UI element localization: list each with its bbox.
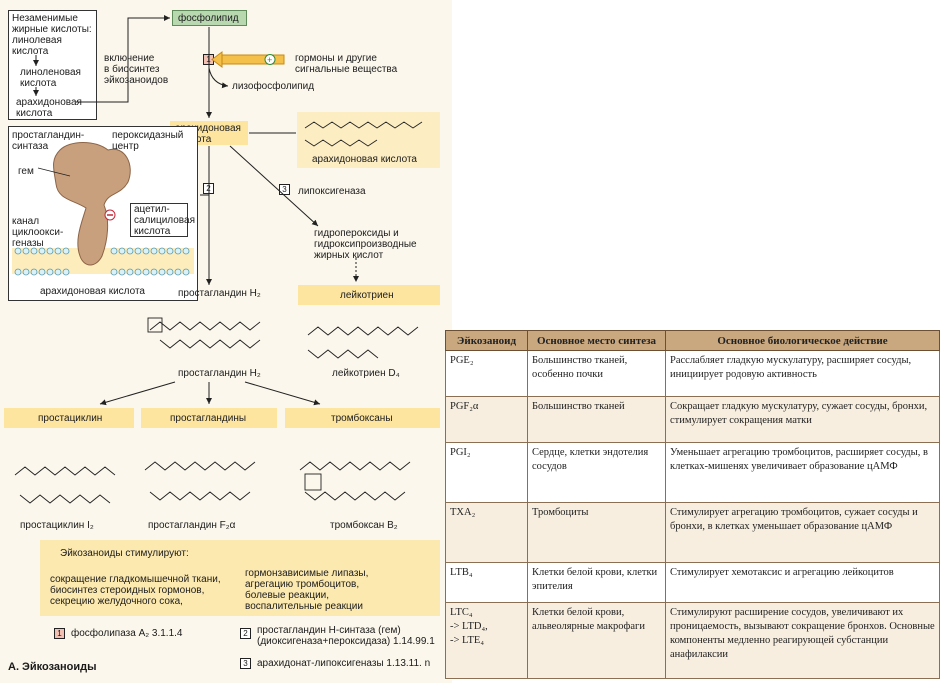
cell-eicosanoid: LTC₄ -> LTD₄, -> LTE₄	[445, 602, 528, 679]
cell-site: Сердце, клетки эндотелия сосудов	[527, 442, 666, 503]
table-row: PGE₂ Большинство тканей, особенно почки …	[445, 350, 940, 397]
pgi2-label: простациклин I₂	[20, 520, 94, 531]
cell-action: Сокращает гладкую мускулатуру, сужает со…	[665, 396, 940, 443]
svg-text:+: +	[267, 55, 272, 65]
leukotriene-label: лейкотриен	[340, 290, 394, 301]
cell-eicosanoid: PGE₂	[445, 350, 528, 397]
pgh2-skeleton	[149, 321, 261, 331]
cell-eicosanoid: LTB₄	[445, 562, 528, 603]
hydroperoxides-label: гидропероксиды и гидроксипроизводные жир…	[314, 228, 417, 261]
lysophospholipid-label: лизофосфолипид	[232, 81, 315, 92]
eicosanoid-table-wrap: Эйкозаноид Основное место синтеза Основн…	[445, 330, 940, 680]
prostaglandins-band	[141, 408, 277, 428]
cell-action: Уменьшает агрегацию тромбоцитов, расширя…	[665, 442, 940, 503]
pgh2-top-label: простагландин H₂	[178, 288, 261, 299]
pgf2a-label: простагландин F₂α	[148, 520, 236, 531]
phospholipid-label: фосфолипид	[178, 13, 239, 24]
cell-action: Расслабляет гладкую мускулатуру, расширя…	[665, 350, 940, 397]
stimulate-left-list: сокращение гладкомышечной ткани, биосинт…	[50, 574, 221, 607]
legend-1-marker: 1	[54, 628, 65, 639]
cell-action: Стимулирует хемотаксис и агрегацию лейко…	[665, 562, 940, 603]
txb2-label: тромбоксан B₂	[330, 520, 398, 531]
enzyme-3-marker: 3	[279, 184, 290, 195]
thromboxanes-band	[285, 408, 440, 428]
cell-eicosanoid: PGI₂	[445, 442, 528, 503]
header-eicosanoid: Эйкозаноид	[445, 330, 528, 351]
hormones-label: гормоны и другие сигнальные вещества	[295, 53, 398, 75]
enzyme-1-marker: 1	[203, 54, 214, 65]
eicosanoid-table: Эйкозаноид Основное место синтеза Основн…	[445, 330, 940, 679]
legend-1-text: фосфолипаза A₂ 3.1.1.4	[71, 628, 183, 639]
legend-2-marker: 2	[240, 628, 251, 639]
header-synthesis-site: Основное место синтеза	[527, 330, 666, 351]
cell-site: Клетки белой крови, клетки эпителия	[527, 562, 666, 603]
prostacyclin-label: простациклин	[38, 413, 103, 424]
ltd4-skeleton	[307, 326, 419, 336]
cell-action: Стимулирует агрегацию тромбоцитов, сужае…	[665, 502, 940, 563]
cell-eicosanoid: TXA₂	[445, 502, 528, 563]
table-row: PGF₂α Большинство тканей Сокращает гладк…	[445, 396, 940, 443]
legend-2-text: простагландин H-синтаза (гем) (диоксиген…	[257, 625, 435, 647]
pgi2-skeleton	[14, 466, 116, 476]
stimulate-box	[40, 540, 440, 616]
leukotriene-band	[298, 285, 440, 305]
table-row: PGI₂ Сердце, клетки эндотелия сосудов Ум…	[445, 442, 940, 503]
heme-label: гем	[18, 166, 34, 177]
linolenic-acid-label: линоленовая кислота	[20, 67, 81, 89]
eicosanoid-figure: Незаменимые жирные кислоты: линолевая ки…	[0, 0, 452, 683]
legend-3-text: арахидонат-липоксигеназы 1.13.11. n	[257, 658, 431, 669]
prostaglandins-label: простагландины	[170, 413, 247, 424]
enzyme-2-marker: 2	[203, 183, 214, 194]
header-biological-action: Основное биологическое действие	[665, 330, 940, 351]
arachidonic-acid-structure-label: арахидоновая кислота	[312, 154, 417, 165]
peroxidase-center-label: пероксидазный центр	[112, 130, 184, 152]
ser-label: Ser	[98, 208, 114, 219]
leukotriene-d4-label: лейкотриен D₄	[332, 368, 400, 379]
figure-caption: А. Эйкозаноиды	[8, 661, 97, 673]
table-row: TXA₂ Тромбоциты Стимулирует агрегацию тр…	[445, 502, 940, 563]
txb2-skeleton	[299, 461, 411, 471]
acetylsalicylic-acid-label: ацетил- салициловая кислота	[134, 204, 195, 237]
pgf2a-skeleton	[144, 461, 256, 471]
table-row: LTB₄ Клетки белой крови, клетки эпителия…	[445, 562, 940, 603]
cell-site: Тромбоциты	[527, 502, 666, 563]
cyclooxygenase-channel-label: канал циклоокси- геназы	[12, 216, 64, 249]
essential-fatty-acids-label: Незаменимые жирные кислоты: линолевая ки…	[12, 13, 92, 57]
legend-3-marker: 3	[240, 658, 251, 669]
pg-synthase-label: простагландин- синтаза	[12, 130, 85, 152]
stimulate-right-list: гормонзависимые липазы, агрегацию тромбо…	[245, 568, 369, 612]
inclusion-label: включение в биосинтез эйкозаноидов	[104, 53, 169, 86]
pgh2-structure-label: простагландин H₂	[178, 368, 261, 379]
table-row: LTC₄ -> LTD₄, -> LTE₄ Клетки белой крови…	[445, 602, 940, 679]
table-header-row: Эйкозаноид Основное место синтеза Основн…	[445, 330, 940, 351]
cell-site: Большинство тканей, особенно почки	[527, 350, 666, 397]
cell-site: Клетки белой крови, альвеолярные макрофа…	[527, 602, 666, 679]
cell-site: Большинство тканей	[527, 396, 666, 443]
lipoxygenase-label: липоксигеназа	[298, 186, 366, 197]
stimulate-title: Эйкозаноиды стимулируют:	[60, 548, 189, 559]
arachidonic-acid-left-label: арахидоновая кислота	[16, 97, 82, 119]
arachidonic-acid-membrane-label: арахидоновая кислота	[40, 286, 145, 297]
membrane-band	[12, 248, 194, 274]
thromboxanes-label: тромбоксаны	[331, 413, 393, 424]
cell-action: Стимулируют расширение сосудов, увеличив…	[665, 602, 940, 679]
cell-eicosanoid: PGF₂α	[445, 396, 528, 443]
phospholipid-box	[172, 10, 247, 26]
prostacyclin-band	[4, 408, 134, 428]
acetylsalicylic-acid-box	[130, 203, 188, 237]
